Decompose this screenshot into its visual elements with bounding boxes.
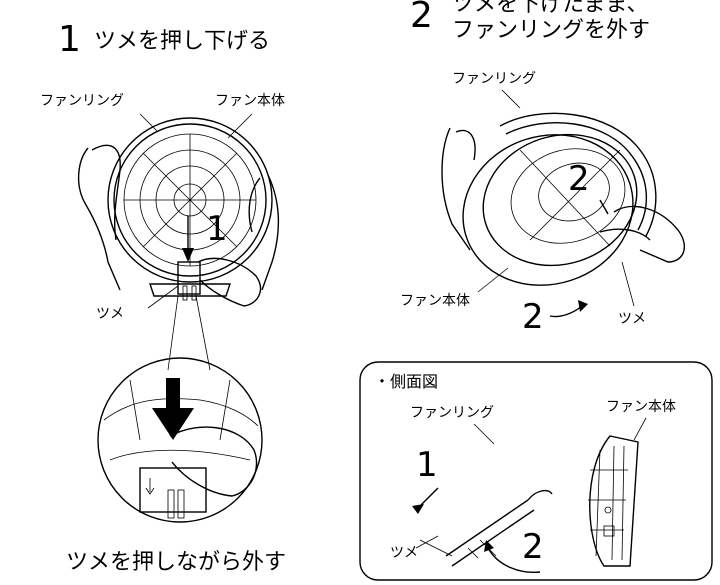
step2-fan-body-label: ファン本体 bbox=[400, 293, 470, 309]
step2-fan-ring-label: ファンリング bbox=[452, 71, 536, 87]
step2-callout-number-bottom: 2 bbox=[522, 297, 544, 337]
side-view-frame bbox=[359, 361, 713, 581]
step1-caption: ツメを押しながら外す bbox=[66, 550, 287, 575]
side-view-callout-number-2: 2 bbox=[522, 527, 544, 567]
step2-callout-number-top: 2 bbox=[568, 159, 590, 199]
step1-callout-number: 1 bbox=[206, 209, 228, 249]
side-view-fan-ring-label: ファンリング bbox=[410, 405, 494, 421]
step2-title-line2: ファンリングを外す bbox=[452, 18, 651, 43]
side-view-claw-label: ツメ bbox=[390, 545, 418, 561]
step1-claw-label: ツメ bbox=[96, 306, 124, 322]
side-view-illustration bbox=[412, 417, 647, 573]
step2-claw-label: ツメ bbox=[618, 311, 646, 327]
step1-fan-body-label: ファン本体 bbox=[215, 93, 285, 109]
step1-title: ツメを押し下げる bbox=[94, 29, 271, 54]
side-view-callout-number-1: 1 bbox=[416, 445, 438, 485]
side-view-title: ・側面図 bbox=[374, 372, 439, 391]
side-view-fan-body-label: ファン本体 bbox=[606, 399, 676, 415]
step1-fan-ring-label: ファンリング bbox=[40, 93, 124, 109]
step2-title-line1: ツメを下げたまま、 bbox=[452, 0, 649, 17]
step1-number: 1 bbox=[58, 19, 81, 60]
step2-number: 2 bbox=[410, 0, 433, 36]
step2-fan-illustration bbox=[441, 89, 686, 318]
step1-fan-illustration bbox=[77, 113, 280, 523]
